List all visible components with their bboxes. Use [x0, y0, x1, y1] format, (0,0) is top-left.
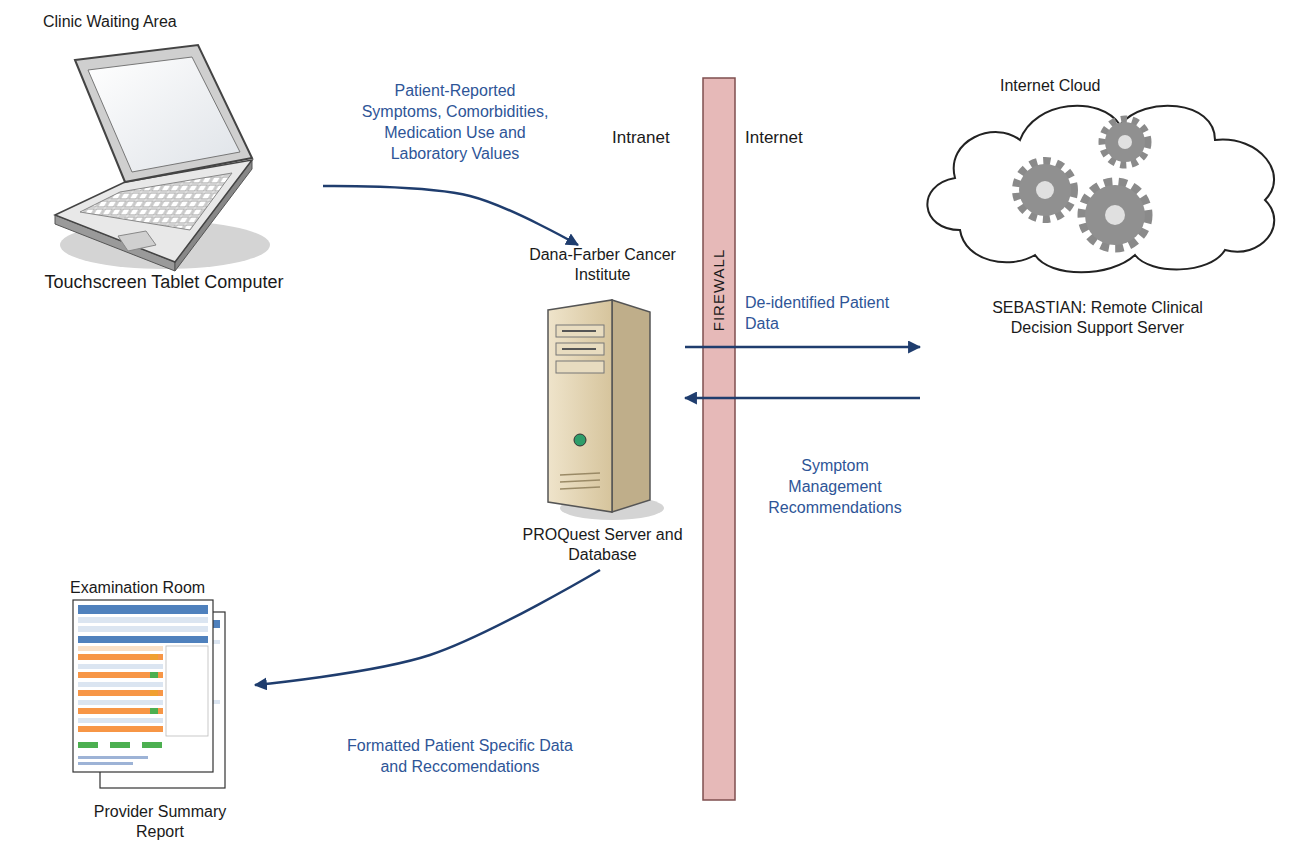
laptop-illustration-part [75, 45, 252, 182]
cloud-illustration-part [927, 106, 1274, 273]
cloud-illustration [927, 106, 1274, 273]
gear-icon-part [1105, 205, 1125, 225]
cloud-node: Internet CloudSEBASTIAN: Remote Clinical… [920, 70, 1290, 410]
firewall-band: FIREWALL [703, 78, 735, 800]
device-label: Touchscreen Tablet Computer [5, 272, 323, 292]
institution-label: Dana-Farber Cancer Institute [520, 245, 685, 285]
server-illustration-part [562, 330, 596, 332]
gear-icon [1103, 120, 1147, 164]
server-illustration-part [560, 487, 600, 489]
report-illustration-part [73, 600, 213, 772]
report-illustration-part [78, 636, 208, 643]
report-illustration-part [110, 742, 130, 748]
firewall-band-fill [703, 78, 735, 800]
server-node: Dana-Farber Cancer InstitutePROQuest Ser… [520, 245, 685, 570]
gear-icon [1083, 183, 1147, 247]
server-illustration-part [556, 343, 604, 355]
server-illustration-part [560, 480, 600, 482]
report-illustration-part [78, 682, 163, 687]
report-illustration-part [150, 708, 158, 714]
zone-label: Internet [745, 128, 803, 148]
laptop-illustration-part [88, 57, 240, 172]
laptop-illustration [55, 45, 270, 271]
location-heading: Clinic Waiting Area [43, 12, 263, 32]
edge-label: Symptom Management Recommendations [760, 455, 910, 518]
report-illustration-part [78, 646, 163, 651]
report-illustration-part [78, 664, 163, 669]
report-illustration-part [78, 626, 208, 632]
gear-icon-part [1036, 181, 1054, 199]
report-illustration-part [150, 672, 158, 678]
zone-label: Intranet [612, 128, 670, 148]
report-illustration-part [78, 726, 163, 732]
laptop-illustration-part [118, 231, 156, 251]
report-illustration-part [166, 646, 208, 736]
report-label: Provider Summary Report [80, 802, 240, 842]
data-flow-arrow [323, 186, 578, 245]
server-illustration-part [556, 361, 604, 373]
server-illustration-part [560, 473, 600, 475]
report-node: Examination RoomProvider Summary Report [55, 578, 255, 848]
server-illustration-part [562, 348, 596, 350]
edge-label: De-identified Patient Data [745, 292, 920, 334]
laptop-node: Clinic Waiting AreaTouchscreen Tablet Co… [5, 12, 323, 302]
report-illustration-part [78, 605, 208, 614]
data-flow-arrow [685, 346, 920, 349]
report-illustration-part [78, 708, 163, 714]
report-illustration-part [78, 756, 148, 759]
report-illustration-part [78, 672, 163, 678]
report-illustration-part [78, 762, 133, 765]
laptop-illustration-part [80, 173, 232, 230]
report-illustration-part [78, 617, 208, 623]
firewall-label: FIREWALL [710, 249, 728, 331]
report-illustration-part [150, 654, 158, 660]
edge-label: Patient-Reported Symptoms, Comorbidities… [355, 80, 555, 164]
report-illustration-part [142, 742, 162, 748]
report-illustration-part [150, 690, 158, 696]
gear-icon-part [1085, 185, 1145, 245]
cloud-heading: Internet Cloud [1000, 76, 1200, 96]
data-flow-arrow [255, 570, 600, 685]
gear-icon-part [1083, 183, 1147, 247]
data-flow-arrow [685, 397, 920, 400]
gear-icon-part [1017, 162, 1073, 218]
report-illustration-part [78, 700, 163, 705]
report-illustration [73, 600, 225, 788]
server-illustration-part [612, 300, 650, 512]
server-illustration-part [574, 434, 586, 446]
report-illustration-part [78, 742, 98, 748]
server-label: PROQuest Server and Database [520, 525, 685, 565]
report-illustration-part [78, 654, 163, 660]
server-illustration-part [548, 300, 612, 512]
gear-icon-part [1118, 135, 1132, 149]
server-illustration [548, 300, 664, 520]
report-illustration-part [78, 718, 163, 723]
gear-icon-part [1105, 122, 1145, 162]
report-illustration-part [78, 690, 163, 696]
server-label: SEBASTIAN: Remote Clinical Decision Supp… [990, 298, 1205, 338]
gear-icon-part [1103, 120, 1147, 164]
server-illustration-part [556, 325, 604, 337]
gear-icon [1017, 162, 1073, 218]
location-heading: Examination Room [70, 578, 250, 598]
gear-icon-part [1019, 164, 1071, 216]
edge-label: Formatted Patient Specific Data and Recc… [345, 735, 575, 777]
